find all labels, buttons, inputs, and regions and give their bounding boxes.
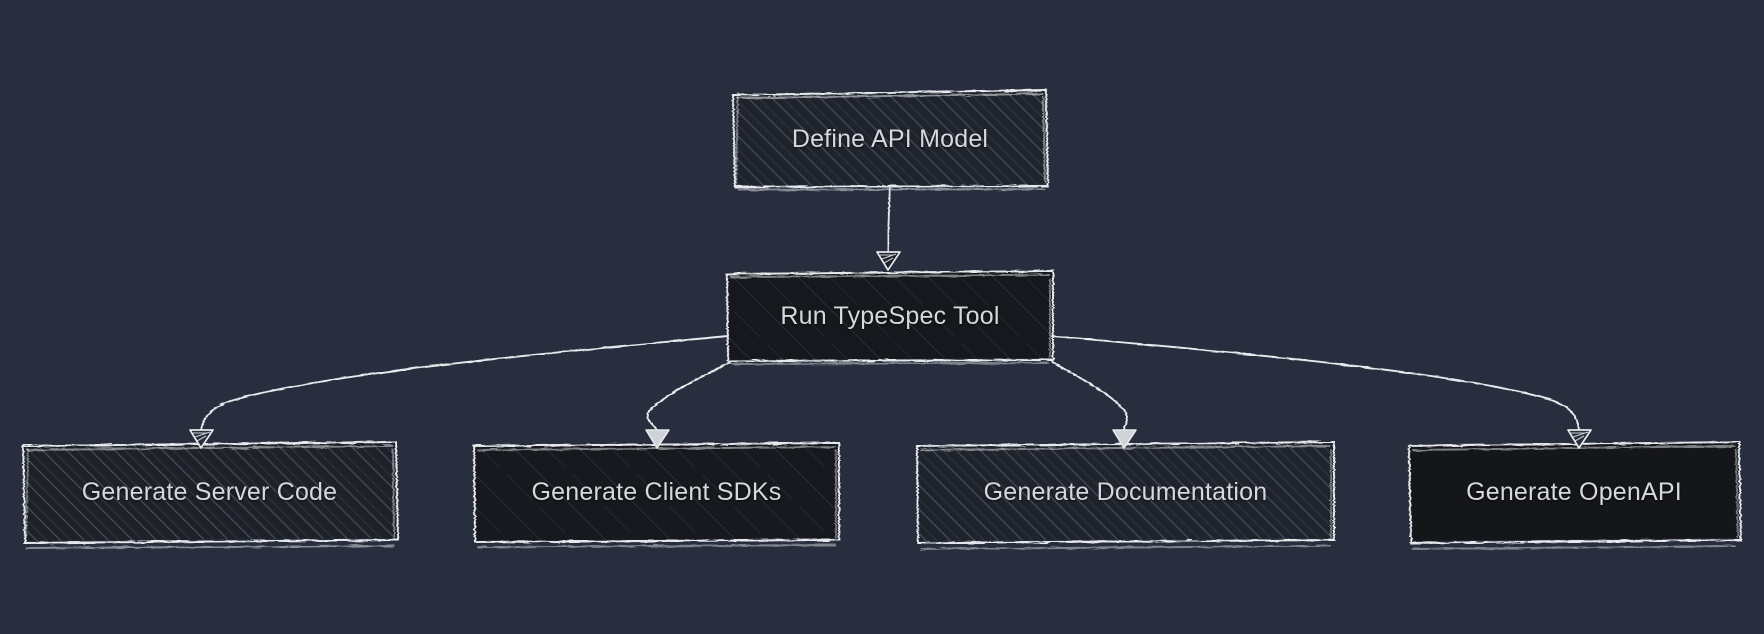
- node-generate-client-sdks[interactable]: [473, 442, 840, 548]
- node-run-typespec-tool[interactable]: [726, 270, 1054, 365]
- edge-run-to-docs: [1051, 361, 1128, 431]
- arrowhead-run-to-sdks: [645, 429, 670, 449]
- node-generate-openapi[interactable]: [1408, 441, 1742, 550]
- edge-define-to-run: [887, 185, 891, 253]
- node-generate-server-code[interactable]: [22, 441, 399, 549]
- arrowhead-run-to-docs: [1112, 429, 1137, 449]
- edge-run-to-openapi: [1051, 335, 1580, 431]
- arrowhead-define-to-run: [876, 251, 901, 271]
- node-define-api-model[interactable]: [732, 89, 1049, 191]
- arrowhead-run-to-server: [189, 429, 214, 449]
- arrowhead-run-to-openapi: [1567, 429, 1592, 449]
- edge-run-to-server: [200, 335, 729, 431]
- node-generate-documentation[interactable]: [916, 441, 1335, 550]
- edge-run-to-sdks: [646, 361, 731, 431]
